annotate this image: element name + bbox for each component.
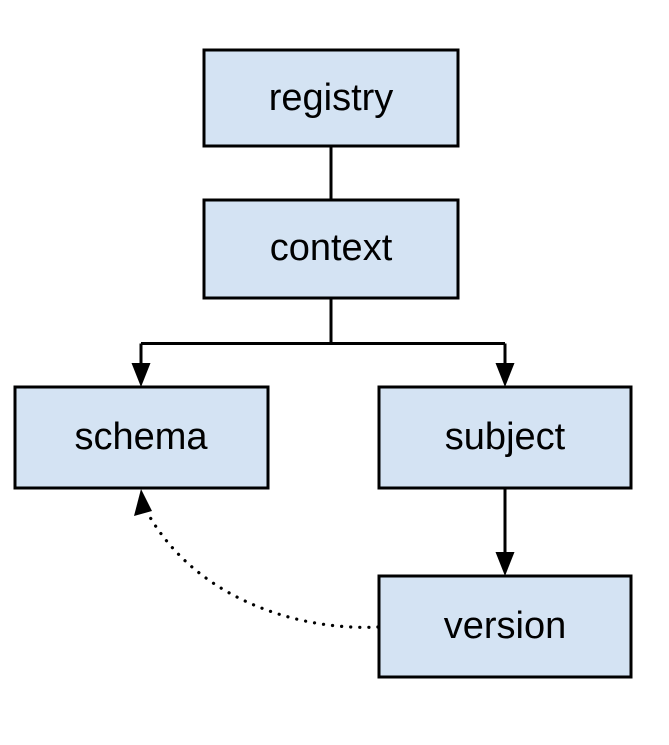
- node-version-label: version: [444, 605, 567, 647]
- node-layer: registry context schema subject version: [13, 48, 633, 679]
- node-context-label: context: [270, 227, 393, 269]
- node-schema[interactable]: schema: [13, 385, 270, 490]
- arrowhead-subject-version: [495, 552, 515, 576]
- edge-layer: [131, 146, 515, 629]
- arrowhead-version-schema: [134, 489, 152, 516]
- node-registry[interactable]: registry: [202, 48, 460, 148]
- edge-version-schema: [145, 510, 380, 629]
- node-subject[interactable]: subject: [377, 385, 633, 490]
- node-schema-box[interactable]: [13, 385, 270, 490]
- node-context[interactable]: context: [202, 198, 460, 300]
- node-schema-label: schema: [74, 416, 208, 458]
- node-context-box[interactable]: [202, 198, 460, 300]
- arrowhead-context-schema: [131, 363, 151, 387]
- node-registry-box[interactable]: [202, 48, 460, 148]
- arrowhead-context-subject: [495, 363, 515, 387]
- node-subject-box[interactable]: [377, 385, 633, 490]
- node-version[interactable]: version: [377, 574, 633, 679]
- node-subject-label: subject: [445, 416, 566, 458]
- node-registry-label: registry: [269, 77, 394, 119]
- node-version-box[interactable]: [377, 574, 633, 679]
